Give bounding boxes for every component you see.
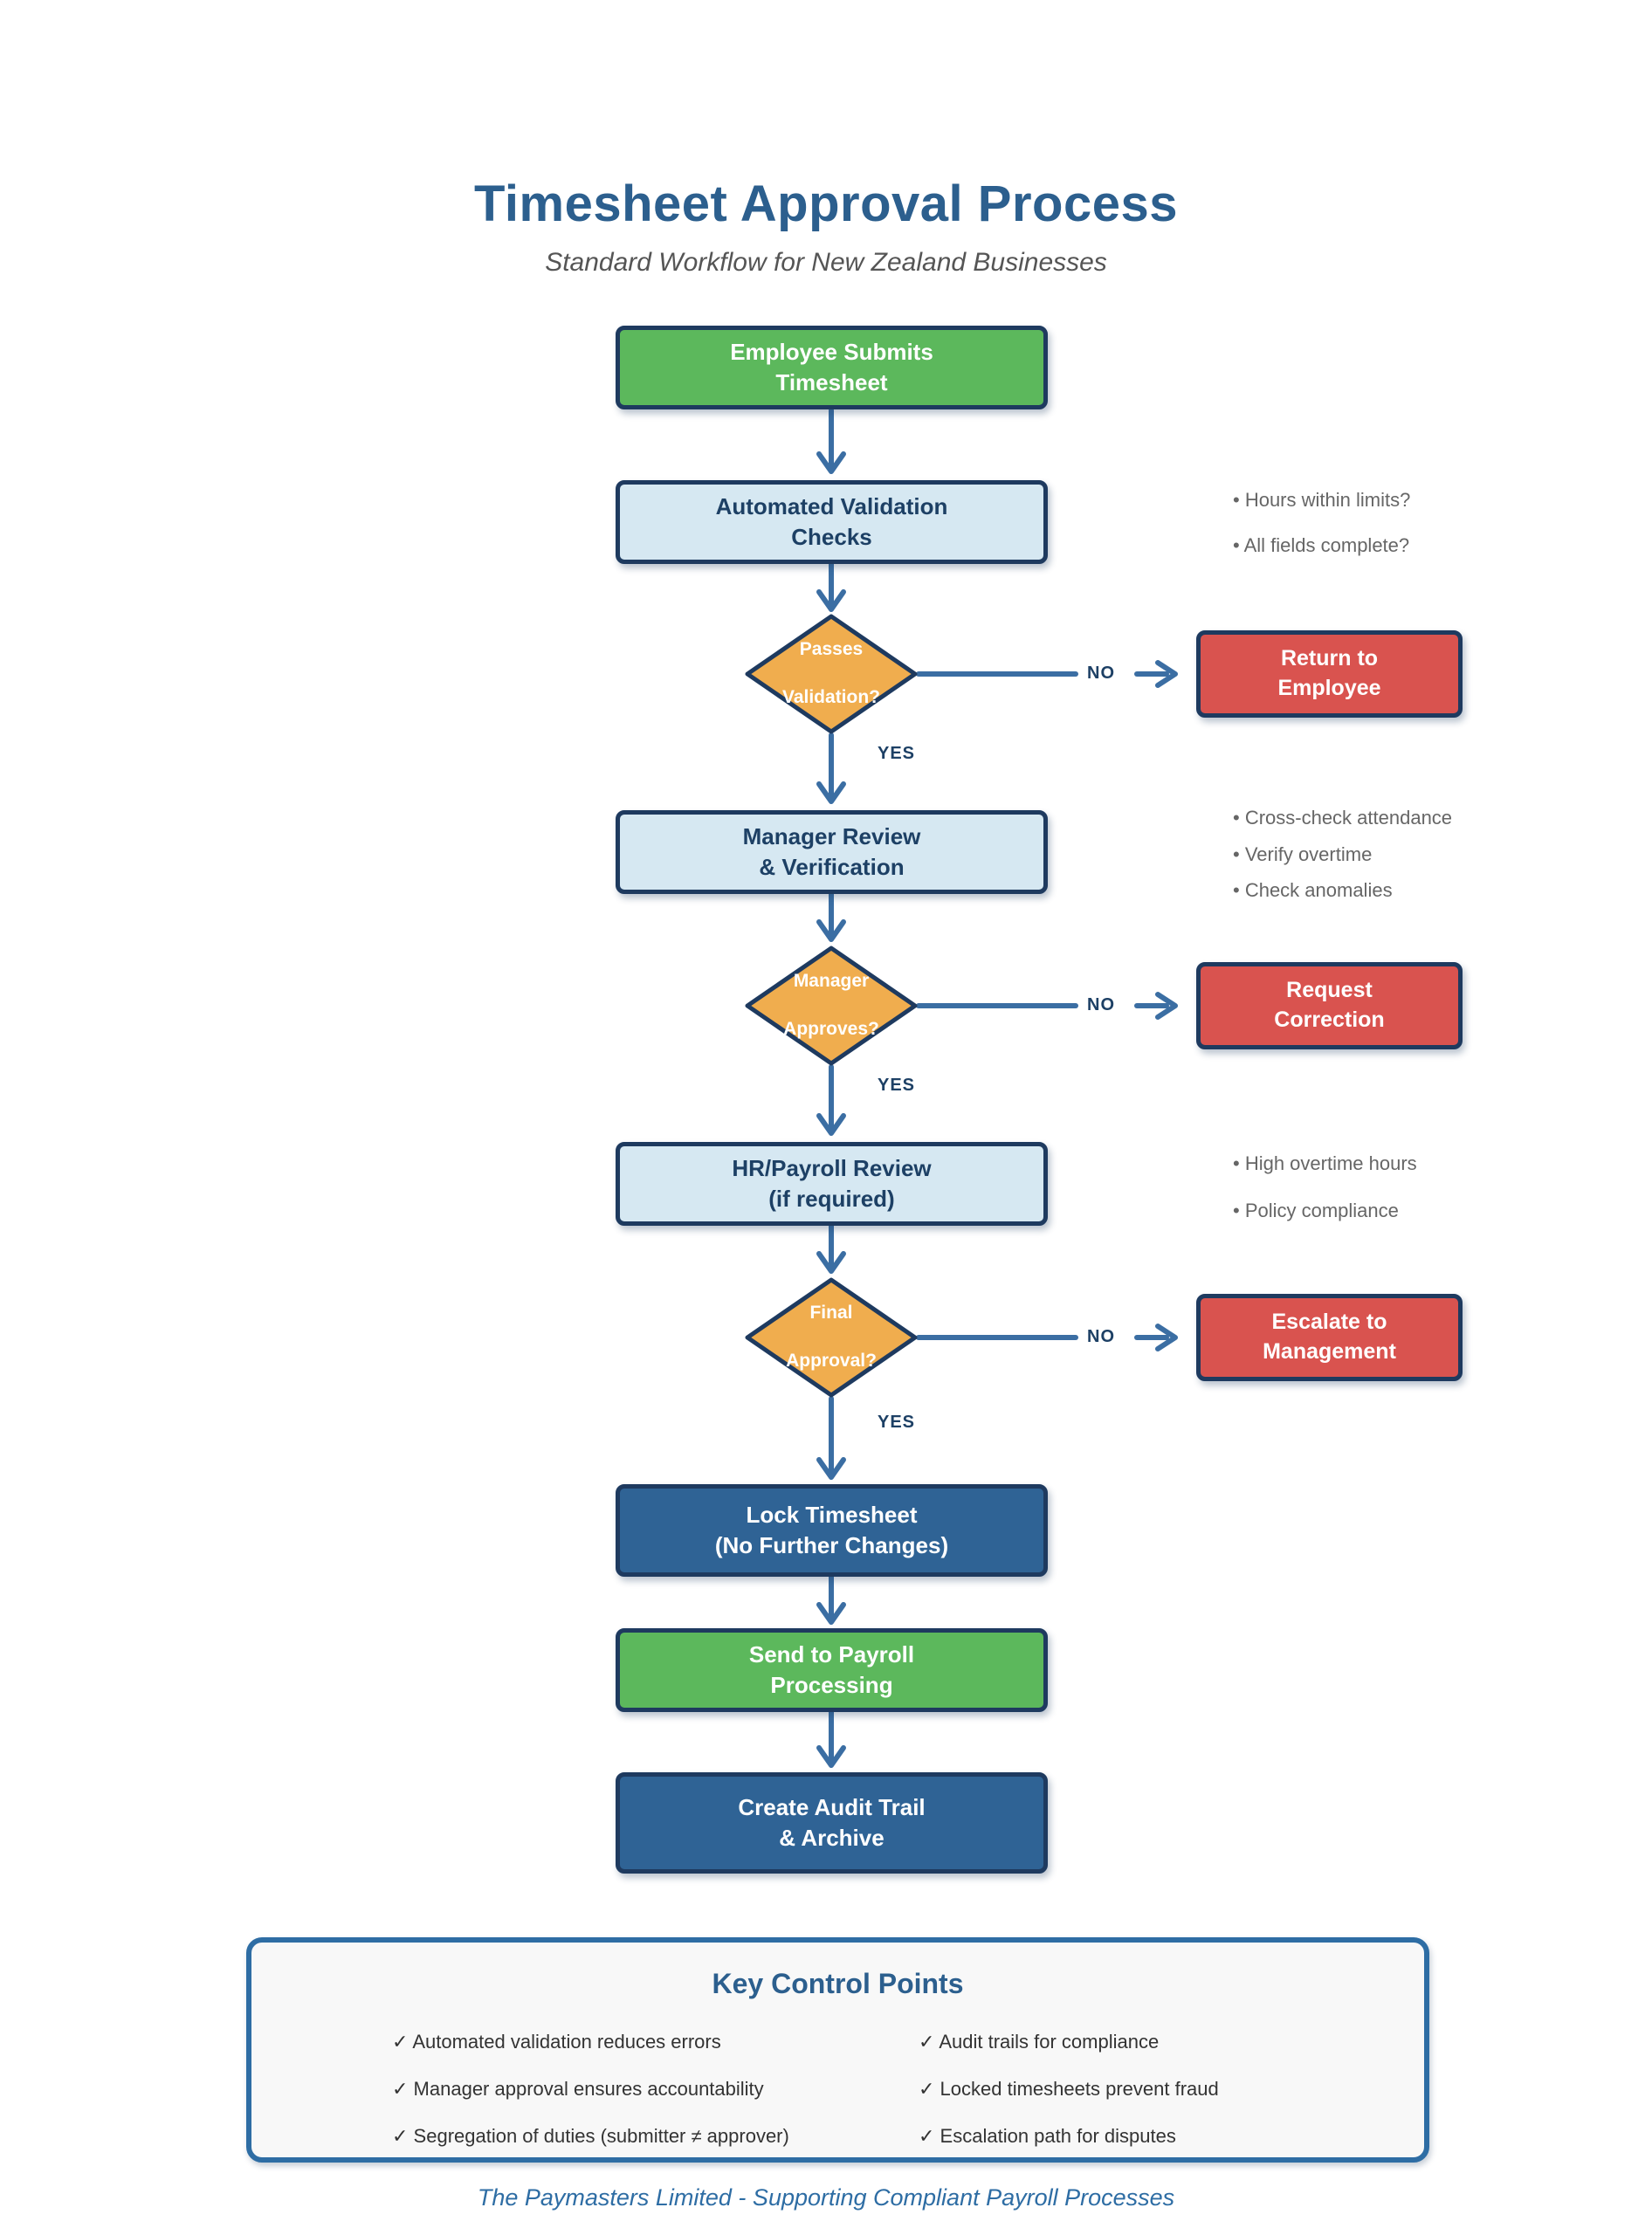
check-item: ✓ Escalation path for disputes — [919, 2125, 1176, 2147]
edge-label-no-1: NO — [1087, 664, 1115, 683]
arrow-decision2-yes — [816, 1064, 846, 1136]
node-automated-validation: Automated Validation Checks — [616, 480, 1048, 564]
footer-tagline: The Paymasters Limited - Supporting Comp… — [477, 2184, 1175, 2211]
note-hours-within-limits: • Hours within limits? — [1233, 489, 1411, 511]
arrow-decision3-no — [916, 1324, 1178, 1351]
edge-label-no-3: NO — [1087, 1327, 1115, 1346]
node-employee-submits: Employee Submits Timesheet — [616, 326, 1048, 409]
note-high-overtime-hours: • High overtime hours — [1233, 1152, 1417, 1174]
decision-passes-validation-label: Passes Validation? — [781, 639, 880, 707]
decision-manager-approves-label: Manager Approves? — [783, 971, 879, 1039]
node-create-audit-trail: Create Audit Trail & Archive — [616, 1772, 1048, 1874]
edge-label-yes-1: YES — [878, 744, 916, 763]
arrow-decision2-no — [916, 992, 1178, 1020]
node-request-correction: Request Correction — [1196, 962, 1463, 1049]
arrow-hr-to-decision3 — [816, 1223, 846, 1274]
decision-final-approval-label: Final Approval? — [786, 1303, 877, 1371]
node-return-to-employee: Return to Employee — [1196, 630, 1463, 718]
diamond-shape — [745, 946, 918, 1066]
check-item: ✓ Locked timesheets prevent fraud — [919, 2078, 1219, 2100]
decision-passes-validation: Passes Validation? — [744, 613, 919, 735]
arrow-lock-to-send — [816, 1574, 846, 1625]
page-title: Timesheet Approval Process — [474, 175, 1178, 232]
note-cross-check-attendance: • Cross-check attendance — [1233, 807, 1453, 829]
arrow-start-to-validation — [816, 408, 846, 474]
arrow-manager-to-decision2 — [816, 891, 846, 942]
node-escalate-to-management: Escalate to Management — [1196, 1294, 1463, 1381]
node-hr-payroll-review: HR/Payroll Review (if required) — [616, 1142, 1048, 1226]
check-item: ✓ Automated validation reduces errors — [392, 2031, 721, 2053]
page-subtitle: Standard Workflow for New Zealand Busine… — [545, 248, 1107, 277]
note-all-fields-complete: • All fields complete? — [1233, 534, 1410, 556]
key-control-points-panel — [246, 1937, 1429, 2163]
arrow-validation-to-decision1 — [816, 561, 846, 612]
note-verify-overtime: • Verify overtime — [1233, 843, 1373, 865]
check-item: ✓ Audit trails for compliance — [919, 2031, 1160, 2053]
decision-final-approval: Final Approval? — [744, 1276, 919, 1399]
check-item: ✓ Manager approval ensures accountabilit… — [392, 2078, 764, 2100]
diamond-shape — [745, 614, 918, 734]
note-check-anomalies: • Check anomalies — [1233, 879, 1393, 901]
edge-label-yes-3: YES — [878, 1413, 916, 1432]
key-control-points-title: Key Control Points — [712, 1968, 964, 1999]
decision-manager-approves: Manager Approves? — [744, 945, 919, 1067]
note-policy-compliance: • Policy compliance — [1233, 1200, 1399, 1221]
check-item: ✓ Segregation of duties (submitter ≠ app… — [392, 2125, 789, 2147]
edge-label-yes-2: YES — [878, 1076, 916, 1095]
arrow-decision1-no — [916, 660, 1178, 688]
node-manager-review: Manager Review & Verification — [616, 810, 1048, 894]
arrow-decision3-yes — [816, 1396, 846, 1480]
arrow-decision1-yes — [816, 732, 846, 804]
diamond-shape — [745, 1277, 918, 1398]
edge-label-no-2: NO — [1087, 995, 1115, 1014]
arrow-send-to-audit — [816, 1709, 846, 1768]
node-send-to-payroll: Send to Payroll Processing — [616, 1628, 1048, 1712]
node-lock-timesheet: Lock Timesheet (No Further Changes) — [616, 1484, 1048, 1577]
